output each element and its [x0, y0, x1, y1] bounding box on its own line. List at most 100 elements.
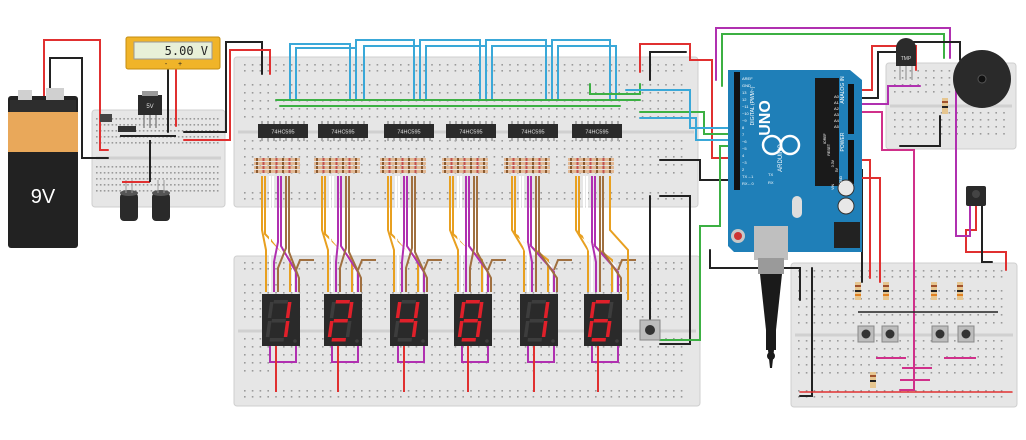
arduino-3v3: 3.3V — [831, 159, 835, 167]
segment-g — [333, 319, 348, 323]
push-button[interactable] — [881, 325, 899, 343]
ir-receiver[interactable] — [966, 186, 986, 206]
wire-battery-positive — [43, 39, 109, 151]
arduino-ioref: IOREF — [823, 133, 827, 144]
segment-e — [523, 321, 530, 337]
arduino-pin-label: AREF — [742, 76, 753, 81]
segment-b — [413, 302, 420, 318]
resistor-top-right[interactable] — [942, 98, 948, 114]
segment-e — [457, 321, 464, 337]
breadboard-right-bottom[interactable] — [790, 262, 1018, 408]
shift-register-chip[interactable]: 74HC595 — [318, 121, 368, 141]
arduino-pin-label: ~6 — [742, 139, 747, 144]
chip-label: 74HC595 — [397, 130, 420, 136]
pullup-resistor[interactable] — [931, 282, 937, 300]
arduino-pin-label: 4 — [742, 153, 745, 158]
shift-register-chip[interactable]: 74HC595 — [446, 121, 496, 141]
switch[interactable] — [100, 114, 136, 132]
resistor-array[interactable] — [254, 158, 300, 173]
arduino-uno[interactable]: UNO ARDUINO DIGITAL (PWM~) ANALOG IN POW… — [728, 70, 862, 260]
capacitor-left[interactable] — [120, 180, 138, 221]
arduino-analog-pin-label: A4 — [834, 118, 840, 123]
arduino-gnd: GND — [839, 176, 843, 184]
resistor-array[interactable] — [442, 158, 488, 173]
seven-segment-display[interactable]: 6 — [584, 294, 622, 371]
pullup-resistor[interactable] — [855, 282, 861, 300]
arduino-pin-label: ~3 — [742, 160, 747, 165]
seven-segment-display[interactable]: 2 — [324, 294, 362, 371]
arduino-pin-label: RX←0 — [742, 181, 755, 186]
decimal-point — [355, 339, 359, 343]
segment-f — [525, 302, 532, 318]
arduino-5v: 5V — [835, 167, 839, 172]
temperature-sensor[interactable]: TMP — [896, 38, 916, 80]
regulator-label: 5V — [146, 104, 153, 110]
push-button[interactable] — [957, 325, 975, 343]
resistor-array[interactable] — [380, 158, 426, 173]
shift-register-chip[interactable]: 74HC595 — [384, 121, 434, 141]
resistor-bottom-right[interactable] — [870, 372, 876, 388]
shift-register-chip[interactable]: 74HC595 — [508, 121, 558, 141]
segment-a — [401, 300, 416, 304]
battery-label: 9V — [31, 186, 56, 208]
arduino-pin-label: 13 — [742, 90, 747, 95]
segment-g — [271, 319, 286, 323]
push-button-main[interactable] — [639, 319, 661, 341]
segment-c — [411, 321, 418, 337]
multimeter[interactable]: 5.00 V - + — [125, 36, 221, 70]
segment-c — [605, 321, 612, 337]
segment-a — [273, 300, 288, 304]
display-wires — [261, 176, 636, 392]
button-row-right — [855, 282, 975, 343]
segment-g — [463, 319, 478, 323]
arduino-power-label: POWER — [840, 132, 846, 151]
shift-register-chip[interactable]: 74HC595 — [572, 121, 622, 141]
arduino-analog-pin-label: A5 — [834, 124, 840, 129]
usb-cable[interactable] — [758, 258, 784, 368]
segment-e — [327, 321, 334, 337]
seven-segment-display[interactable]: 1 — [520, 294, 558, 371]
arduino-analog-pin-label: A1 — [834, 100, 840, 105]
multimeter-reading: 5.00 V — [165, 44, 208, 58]
arduino-pin-label: 2 — [742, 167, 745, 172]
pullup-resistor[interactable] — [957, 282, 963, 300]
resistor-array[interactable] — [504, 158, 550, 173]
segment-a — [531, 300, 546, 304]
sensor-label: TMP — [901, 56, 912, 62]
arduino-pin-label: GND — [742, 83, 751, 88]
pullup-resistor[interactable] — [883, 282, 889, 300]
segment-b — [543, 302, 550, 318]
segment-b — [607, 302, 614, 318]
arduino-pin-label: 12 — [742, 97, 747, 102]
arduino-analog-label: ANALOG IN — [840, 76, 846, 104]
wire-battery-negative — [49, 57, 109, 159]
chip-label: 74HC595 — [585, 130, 608, 136]
capacitor-right[interactable] — [152, 180, 170, 221]
piezo-buzzer[interactable] — [953, 50, 1011, 108]
seven-segment-display[interactable]: 1 — [262, 294, 300, 371]
small-board-wires — [120, 135, 176, 183]
shift-register-chip[interactable]: 74HC595 — [258, 121, 308, 141]
chip-label: 74HC595 — [331, 130, 354, 136]
arduino-pin-label: ~5 — [742, 146, 747, 151]
seven-segment-display[interactable]: 4 — [390, 294, 428, 371]
push-button[interactable] — [931, 325, 949, 343]
breadboard-holes — [96, 64, 1005, 398]
seven-segment-display[interactable]: 8 — [454, 294, 492, 371]
segment-c — [283, 321, 290, 337]
push-button[interactable] — [857, 325, 875, 343]
segment-c — [475, 321, 482, 337]
segment-a — [595, 300, 610, 304]
decimal-point — [421, 339, 425, 343]
segment-e — [393, 321, 400, 337]
voltage-regulator[interactable]: 5V — [138, 91, 162, 128]
arduino-pin-label: ~9 — [742, 118, 747, 123]
resistor-array[interactable] — [568, 158, 614, 173]
resistor-array[interactable] — [314, 158, 360, 173]
segment-d — [527, 338, 543, 342]
segment-g — [399, 319, 414, 323]
battery-9v[interactable]: 9V — [8, 88, 78, 248]
segment-f — [329, 302, 336, 318]
